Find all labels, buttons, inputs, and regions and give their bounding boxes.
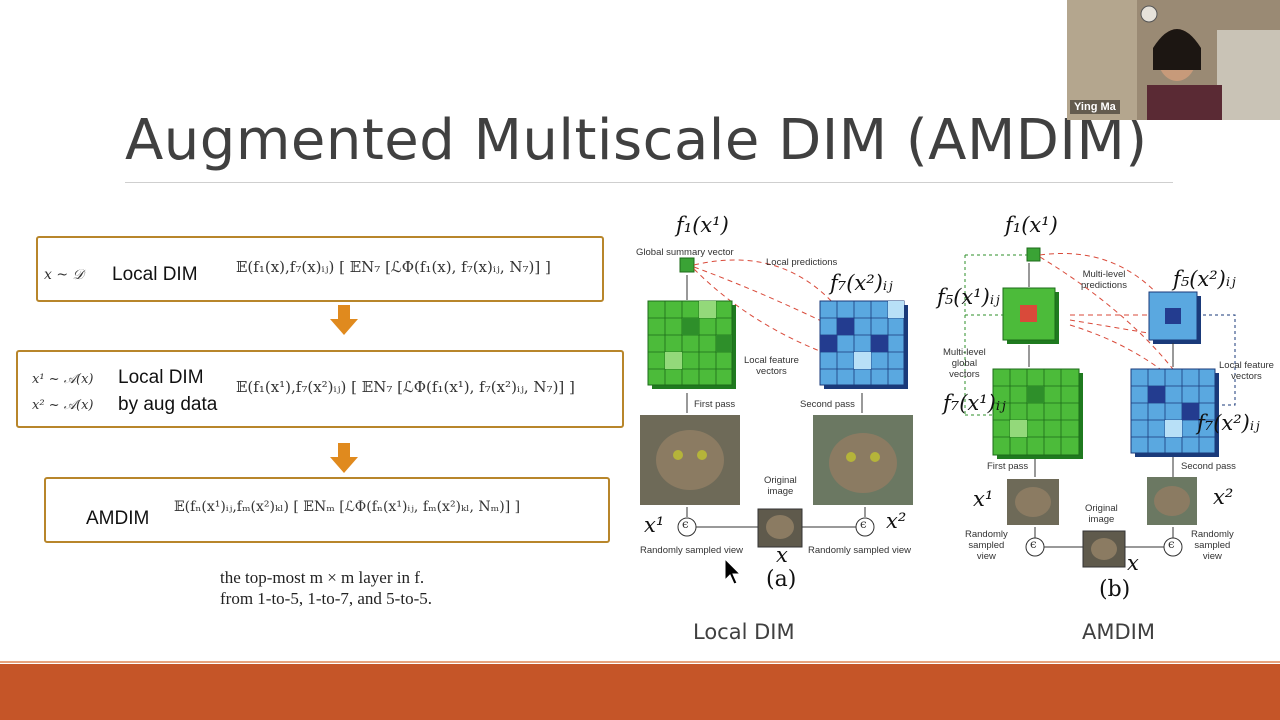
label-original-image: Original image <box>764 475 797 497</box>
label-local-predictions: Local predictions <box>766 257 838 268</box>
equation-box-amdim: AMDIM 𝔼(fₙ(x¹)ᵢⱼ,fₘ(x²)ₖₗ) [ 𝔼Nₘ [ℒΦ(fₙ(… <box>44 477 610 543</box>
epsilon-right: ϵ <box>1168 537 1175 551</box>
var-x: x <box>1127 551 1139 575</box>
var-f7-x2: f₇(x²)ᵢⱼ <box>1197 411 1260 435</box>
var-f7-x2: f₇(x²)ᵢⱼ <box>830 271 893 295</box>
var-f1-x1: f₁(x¹) <box>676 213 729 237</box>
caption-amdim: AMDIM <box>1082 620 1155 644</box>
participant-video-frame <box>1067 0 1280 120</box>
label-first-pass: First pass <box>987 461 1029 472</box>
caption-local-dim: Local DIM <box>693 620 795 644</box>
label-original-image: Original image <box>1085 503 1118 525</box>
label-multi-level-predictions: Multi-level predictions <box>1081 269 1127 291</box>
var-x: x <box>776 543 788 567</box>
epsilon-left: ϵ <box>682 517 689 531</box>
title-divider <box>125 182 1173 183</box>
label-random-view-left: Randomly sampled view <box>640 545 743 556</box>
equation-box-local-dim: x ~ 𝒟 Local DIM 𝔼(f₁(x),f₇(x)ᵢⱼ) [ 𝔼N₇ [… <box>36 236 604 302</box>
slide-title: Augmented Multiscale DIM (AMDIM) <box>125 108 1148 173</box>
equation-condition: x ~ 𝒟 <box>44 267 84 283</box>
equation-label-2: by aug data <box>118 394 218 415</box>
label-multi-level-global: Multi-level global vectors <box>943 347 986 380</box>
var-x1: x¹ <box>644 513 665 537</box>
equation-formula: 𝔼(fₙ(x¹)ᵢⱼ,fₘ(x²)ₖₗ) [ 𝔼Nₘ [ℒΦ(fₙ(x¹)ᵢⱼ,… <box>174 499 521 515</box>
epsilon-left: ϵ <box>1030 537 1037 551</box>
label-second-pass: Second pass <box>1181 461 1236 472</box>
equation-label-1: Local DIM <box>118 367 204 388</box>
equation-condition-2: x² ~ 𝒜(x) <box>32 398 94 413</box>
var-f5-x2: f₅(x²)ᵢⱼ <box>1173 267 1236 291</box>
label-local-feature: Local feature vectors <box>744 355 799 377</box>
epsilon-right: ϵ <box>860 517 867 531</box>
footer-band <box>0 664 1280 720</box>
figure-b-diagram <box>964 247 1236 568</box>
label-random-view-right: Randomly sampled view <box>808 545 911 556</box>
label-local-feature: Local feature vectors <box>1219 360 1274 382</box>
label-global-summary: Global summary vector <box>636 247 734 258</box>
note-line-2: from 1-to-5, 1-to-7, and 5-to-5. <box>220 589 432 608</box>
participant-video[interactable] <box>1067 0 1280 120</box>
label-first-pass: First pass <box>694 399 736 410</box>
footer-accent-line <box>0 661 1280 663</box>
var-f1-x1: f₁(x¹) <box>1005 213 1058 237</box>
down-arrow-icon <box>330 305 358 335</box>
equation-label: Local DIM <box>112 264 198 285</box>
label-second-pass: Second pass <box>800 399 855 410</box>
equation-box-aug-dim: x¹ ~ 𝒜(x) x² ~ 𝒜(x) Local DIM by aug dat… <box>16 350 624 428</box>
equation-formula: 𝔼(f₁(x),f₇(x)ᵢⱼ) [ 𝔼N₇ [ℒΦ(f₁(x), f₇(x)ᵢ… <box>236 258 551 276</box>
panel-label-b: (b) <box>1099 577 1131 602</box>
figure-a-diagram <box>640 257 913 548</box>
equation-label: AMDIM <box>86 508 150 529</box>
figure-local-dim: f₁(x¹) Global summary vector Local predi… <box>630 205 930 625</box>
down-arrow-icon <box>330 443 358 473</box>
label-random-view-right: Randomly sampled view <box>1191 529 1234 562</box>
mouse-cursor-icon <box>724 558 742 585</box>
note-line-1: the top-most m × m layer in f. <box>220 568 425 587</box>
var-f5-x1: f₅(x¹)ᵢⱼ <box>937 285 1000 309</box>
figure-amdim: f₁(x¹) f₅(x¹)ᵢⱼ f₅(x²)ᵢⱼ Multi-level pre… <box>935 205 1280 625</box>
label-random-view-left: Randomly sampled view <box>965 529 1008 562</box>
var-x2: x² <box>886 509 907 533</box>
equation-condition-1: x¹ ~ 𝒜(x) <box>32 372 94 387</box>
var-x1: x¹ <box>973 487 994 511</box>
var-x2: x² <box>1213 485 1234 509</box>
panel-label-a: (a) <box>766 567 797 592</box>
participant-name: Ying Ma <box>1070 100 1120 114</box>
equation-formula: 𝔼(f₁(x¹),f₇(x²)ᵢⱼ) [ 𝔼N₇ [ℒΦ(f₁(x¹), f₇(… <box>236 378 575 396</box>
var-f7-x1: f₇(x¹)ᵢⱼ <box>943 391 1006 415</box>
